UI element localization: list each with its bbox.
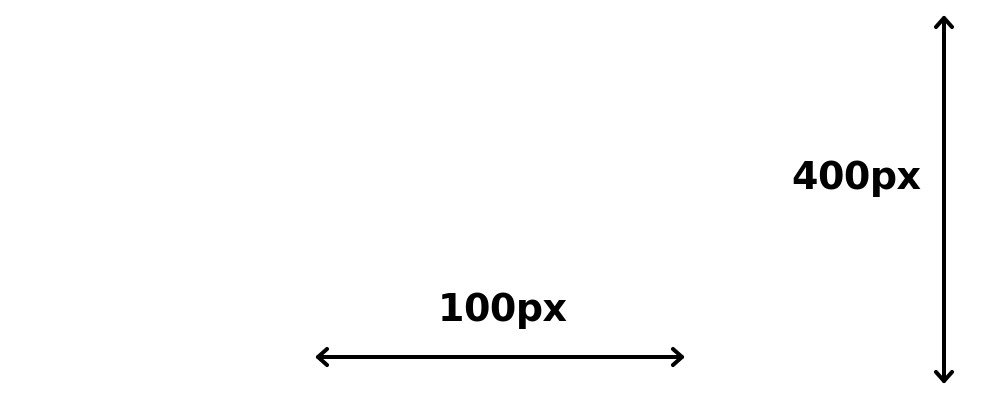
horizontal-arrow-right-head <box>671 347 684 367</box>
width-dimension-label: 100px <box>438 286 567 330</box>
vertical-dimension-arrow <box>934 16 954 383</box>
horizontal-arrow-left-head <box>316 347 329 367</box>
horizontal-dimension-arrow <box>316 347 684 367</box>
vertical-arrow-bottom-head <box>934 370 954 383</box>
vertical-arrow-top-head <box>934 16 954 29</box>
height-dimension-label: 400px <box>792 154 921 198</box>
